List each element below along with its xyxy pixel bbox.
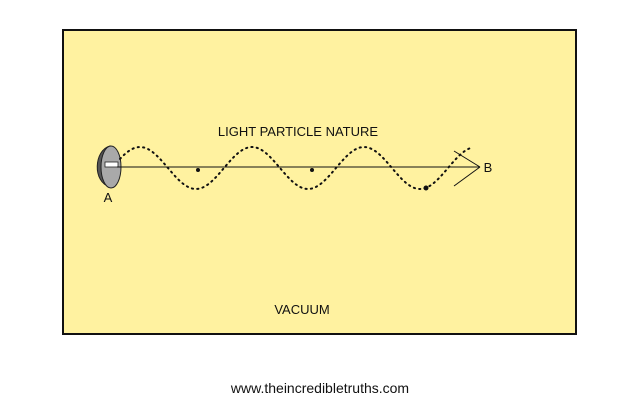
diagram-title: LIGHT PARTICLE NATURE [218,124,378,139]
light-particle [196,168,200,172]
arrowhead [453,150,481,187]
light-particle [310,168,314,172]
light-particle [423,185,429,191]
point-a-label: A [104,190,113,205]
particle-wave-path [119,145,471,191]
diagram-panel [62,29,577,335]
footer-url: www.theincredibletruths.com [230,380,410,396]
vacuum-label: VACUUM [274,302,329,317]
flashlight-icon [96,145,122,189]
point-b-label: B [484,160,493,175]
